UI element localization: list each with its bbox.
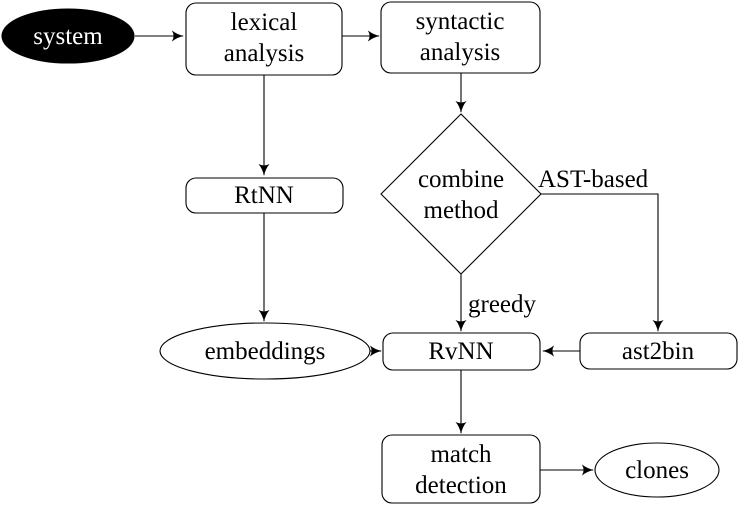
system-label: system bbox=[33, 23, 103, 50]
lexical-analysis-label-line2: analysis bbox=[224, 40, 305, 67]
rvnn-label: RvNN bbox=[428, 338, 493, 365]
match-detection-box bbox=[381, 434, 541, 504]
syntactic-analysis-label-line2: analysis bbox=[420, 39, 501, 66]
clones-ellipse bbox=[594, 442, 720, 498]
node-lexical-analysis: lexical analysis bbox=[185, 2, 343, 76]
node-syntactic-analysis: syntactic analysis bbox=[380, 1, 541, 74]
clones-label: clones bbox=[625, 457, 689, 484]
node-clones: clones bbox=[594, 442, 720, 498]
lexical-analysis-box bbox=[185, 2, 343, 76]
system-ellipse bbox=[1, 8, 135, 64]
ast2bin-label: ast2bin bbox=[622, 338, 695, 365]
node-rvnn: RvNN bbox=[382, 332, 541, 371]
combine-method-label-line2: method bbox=[424, 197, 499, 224]
rvnn-box bbox=[382, 332, 541, 371]
node-embeddings: embeddings bbox=[159, 322, 371, 380]
match-detection-label-line2: detection bbox=[415, 472, 507, 499]
edge-label-ast-based: AST-based bbox=[538, 166, 649, 193]
edge-label-greedy: greedy bbox=[468, 291, 537, 318]
embeddings-ellipse bbox=[159, 322, 371, 380]
node-system: system bbox=[1, 8, 135, 64]
syntactic-analysis-box bbox=[380, 1, 541, 74]
rtnn-box bbox=[185, 177, 344, 214]
node-ast2bin: ast2bin bbox=[579, 332, 738, 370]
match-detection-label-line1: match bbox=[430, 441, 492, 468]
node-combine-method: combine method bbox=[380, 113, 542, 275]
combine-method-diamond bbox=[380, 113, 542, 275]
edge-combine-to-ast2bin bbox=[541, 193, 664, 332]
syntactic-analysis-label-line1: syntactic bbox=[416, 8, 505, 35]
ast2bin-box bbox=[579, 332, 738, 370]
node-rtnn: RtNN bbox=[185, 177, 344, 214]
lexical-analysis-label-line1: lexical bbox=[231, 9, 298, 36]
embeddings-label: embeddings bbox=[205, 338, 326, 365]
edges bbox=[135, 30, 664, 476]
combine-method-label-line1: combine bbox=[418, 166, 504, 193]
node-match-detection: match detection bbox=[381, 434, 541, 504]
rtnn-label: RtNN bbox=[234, 182, 294, 209]
